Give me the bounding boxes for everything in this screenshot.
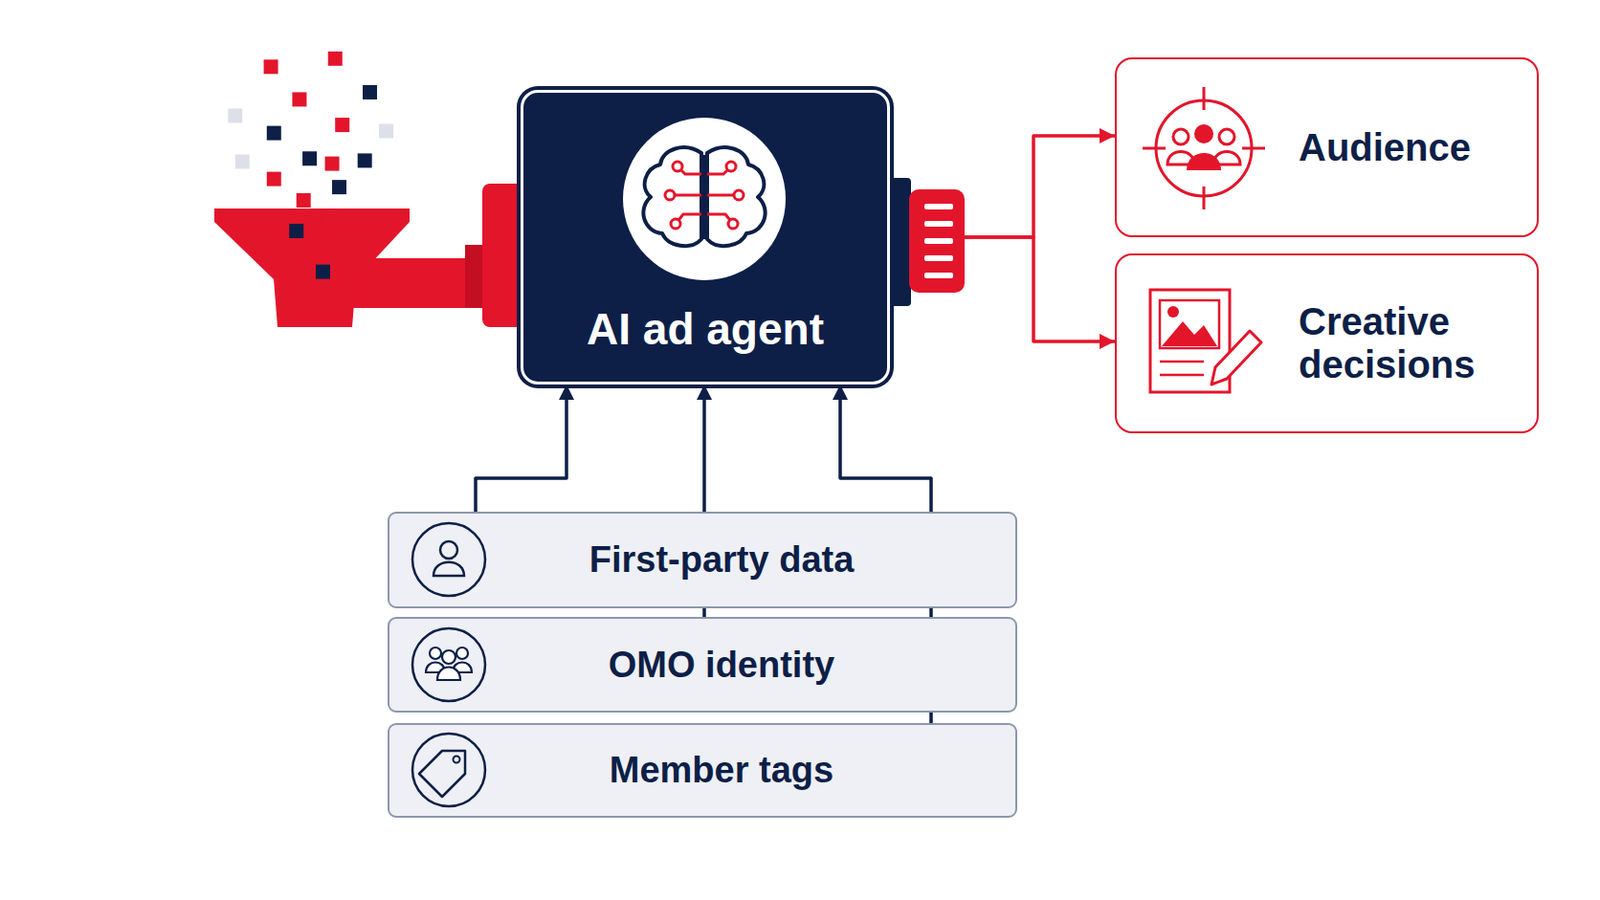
data-pixel	[291, 91, 307, 107]
output-connector	[889, 177, 965, 307]
data-pixel	[334, 117, 350, 133]
funnel-body	[214, 208, 410, 328]
output-arrow	[889, 237, 1115, 342]
node-label: First-party data	[589, 539, 855, 581]
input-bar: First-party data	[387, 511, 1018, 609]
tag-icon	[412, 733, 486, 807]
output-arrow	[889, 135, 1115, 238]
data-pixel	[227, 108, 243, 123]
input-arrow	[475, 384, 567, 512]
data-pixel	[362, 85, 378, 100]
node-label: Audience	[1298, 126, 1471, 170]
person-icon	[412, 523, 486, 597]
data-pixel	[235, 154, 250, 169]
node-label: AI ad agent	[586, 303, 824, 356]
input-connector	[482, 183, 525, 328]
data-pixel	[325, 156, 340, 172]
data-pixel	[315, 265, 331, 280]
data-pixels	[227, 51, 394, 280]
data-pixel	[302, 151, 317, 166]
data-funnel	[214, 183, 525, 328]
node-label: Creative decisions	[1298, 300, 1519, 387]
data-pixel	[266, 126, 282, 141]
output-box: Creative decisions	[1114, 253, 1539, 434]
brain-icon	[622, 117, 786, 281]
data-pixel	[264, 59, 279, 74]
output-box: Audience	[1114, 57, 1539, 238]
data-pixel	[266, 172, 282, 187]
node-label: OMO identity	[608, 644, 835, 687]
data-pixel	[332, 179, 347, 195]
data-pixel	[321, 215, 336, 230]
audience-icon	[1142, 87, 1266, 210]
data-pixel	[311, 250, 327, 266]
input-bar: Member tags	[387, 723, 1018, 819]
input-bar: OMO identity	[387, 617, 1018, 713]
data-pixel	[357, 153, 373, 168]
data-pixel	[288, 223, 304, 239]
data-pixel	[328, 51, 343, 67]
data-pixel	[378, 123, 394, 138]
data-pixel	[296, 193, 312, 208]
group-icon	[412, 628, 486, 702]
agent-box: AI ad agent	[520, 89, 890, 385]
creative-icon	[1150, 289, 1262, 393]
data-pixel	[299, 236, 314, 251]
node-label: Member tags	[609, 750, 834, 792]
